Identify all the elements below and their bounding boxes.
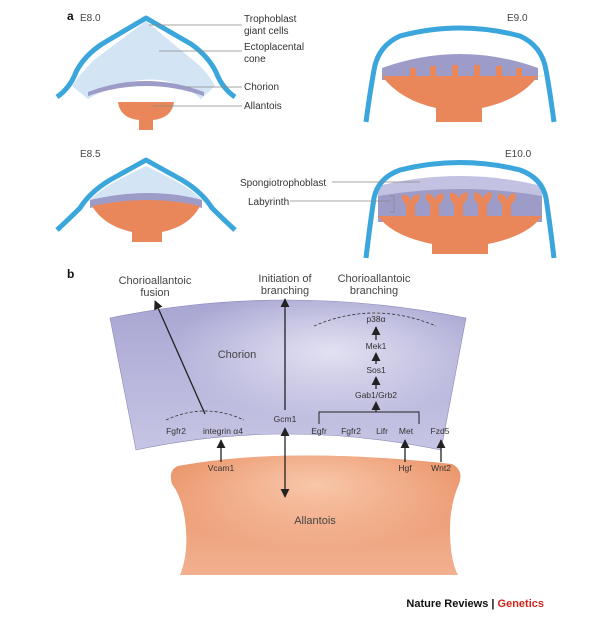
label-trophoblast-2: giant cells (244, 26, 288, 37)
stage-e8-5-diagram: E8.5 (55, 149, 237, 242)
gene-gab1: Gab1/Grb2 (355, 390, 397, 400)
trophoblast-line-e10-0 (363, 160, 557, 259)
label-initiation-1: Initiation of (258, 273, 312, 285)
label-branching-1: Chorioallantoic (338, 273, 411, 285)
stage-e9-0-diagram: E9.0 (363, 13, 557, 123)
credit-line: Nature Reviews | Genetics (406, 598, 544, 610)
label-ectoplacental-2: cone (244, 54, 266, 65)
label-chorion-b: Chorion (218, 349, 257, 361)
gene-integrin: integrin α4 (203, 426, 243, 436)
trophoblast-line-e9-0 (363, 25, 557, 123)
stage-e8-0-diagram: E8.0 (55, 13, 237, 130)
villi-shapes (402, 192, 516, 216)
gene-p38: p38α (366, 314, 385, 324)
label-allantois: Allantois (244, 101, 282, 112)
label-chorion: Chorion (244, 82, 279, 93)
dashed-arc-branching (313, 312, 437, 327)
label-allantois-b: Allantois (294, 515, 336, 527)
label-spongiotrophoblast: Spongiotrophoblast (240, 178, 326, 189)
ectoplacental-shape-e8-5 (90, 166, 202, 200)
gene-met: Met (399, 426, 414, 436)
credit-section: Genetics (498, 598, 544, 610)
allantois-shape-e8-5 (92, 200, 200, 242)
receptor-bracket (318, 411, 420, 424)
label-fusion-1: Chorioallantoic (119, 275, 192, 287)
dashed-arc-fusion (165, 410, 245, 421)
gene-sos1: Sos1 (366, 365, 386, 375)
stage-e10-0-label: E10.0 (505, 149, 532, 160)
ectoplacental-cone-shape (72, 21, 215, 99)
chorion-shape-e8-0 (88, 81, 204, 96)
allantois-shape-e9-0 (382, 65, 538, 122)
label-branching-2: branching (350, 285, 398, 297)
panel-a-labels: Trophoblast giant cells Ectoplacental co… (149, 14, 304, 112)
credit-separator: | (488, 598, 497, 610)
panel-b-letter: b (67, 267, 74, 281)
label-initiation-2: branching (261, 285, 309, 297)
gene-mek1: Mek1 (366, 341, 387, 351)
stage-e10-0-diagram: E10.0 Spongiotrophoblast Labyrinth (240, 149, 557, 259)
label-ectoplacental-1: Ectoplacental (244, 42, 304, 53)
panel-a-letter: a (67, 9, 74, 23)
allantois-shape-e8-0 (118, 102, 174, 130)
stage-e8-5-label: E8.5 (80, 149, 101, 160)
credit-journal: Nature Reviews (406, 598, 488, 610)
gene-lifr: Lifr (376, 426, 388, 436)
allantois-block (170, 455, 461, 575)
trophoblast-line-e8-5 (55, 157, 237, 232)
gene-hgf: Hgf (398, 463, 412, 473)
gene-fzd5: Fzd5 (431, 426, 450, 436)
stage-e9-0-label: E9.0 (507, 13, 528, 24)
gene-fgfr2-left: Fgfr2 (166, 426, 186, 436)
gene-vcam1: Vcam1 (208, 463, 235, 473)
gene-gcm1: Gcm1 (274, 414, 297, 424)
arrow-to-fusion (154, 300, 206, 415)
allantois-shape-e10-0 (378, 216, 542, 254)
label-labyrinth: Labyrinth (248, 197, 289, 208)
gene-egfr: Egfr (311, 426, 327, 436)
stage-e8-0-label: E8.0 (80, 13, 101, 24)
gene-fgfr2-right: Fgfr2 (341, 426, 361, 436)
trophoblast-line-e8-0 (55, 15, 237, 100)
label-trophoblast-1: Trophoblast (244, 14, 297, 25)
gene-wnt2: Wnt2 (431, 463, 451, 473)
labyrinth-bracket (390, 195, 395, 213)
label-fusion-2: fusion (140, 287, 169, 299)
